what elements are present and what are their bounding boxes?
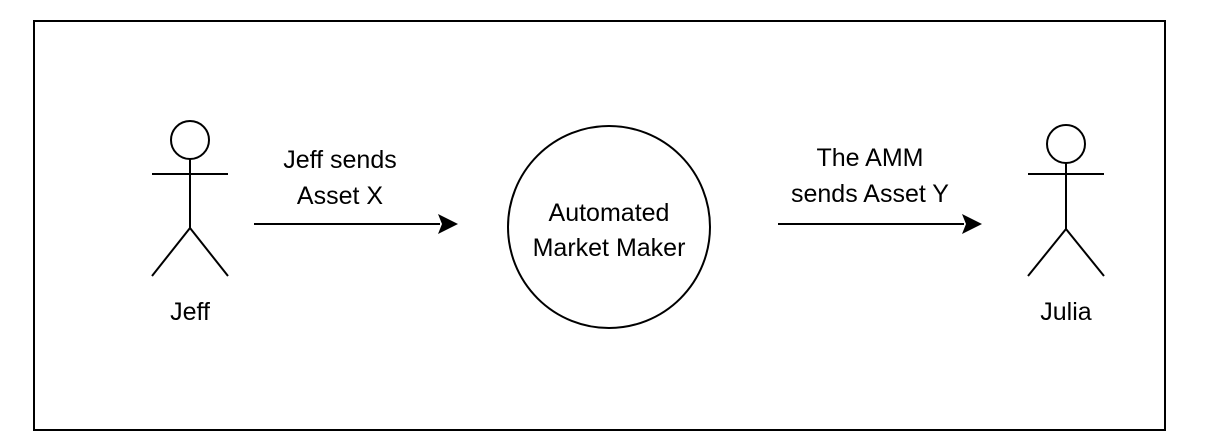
amm-circle bbox=[507, 125, 711, 329]
left-arrow-icon bbox=[254, 214, 458, 234]
actor-jeff-label: Jeff bbox=[170, 298, 210, 326]
right-arrow-label-line2: sends Asset Y bbox=[791, 180, 949, 208]
actor-jeff-icon bbox=[151, 120, 229, 277]
right-arrow-icon bbox=[778, 214, 982, 234]
right-arrow-label-line1: The AMM bbox=[817, 144, 924, 172]
left-arrow-label-line1: Jeff sends bbox=[283, 146, 397, 174]
actor-julia-icon bbox=[1027, 124, 1105, 277]
actor-julia-label: Julia bbox=[1040, 298, 1092, 326]
left-arrow-label-line2: Asset X bbox=[297, 182, 383, 210]
amm-label-line1: Automated bbox=[549, 199, 670, 227]
diagram-frame bbox=[33, 20, 1166, 431]
amm-label-line2: Market Maker bbox=[533, 234, 686, 262]
